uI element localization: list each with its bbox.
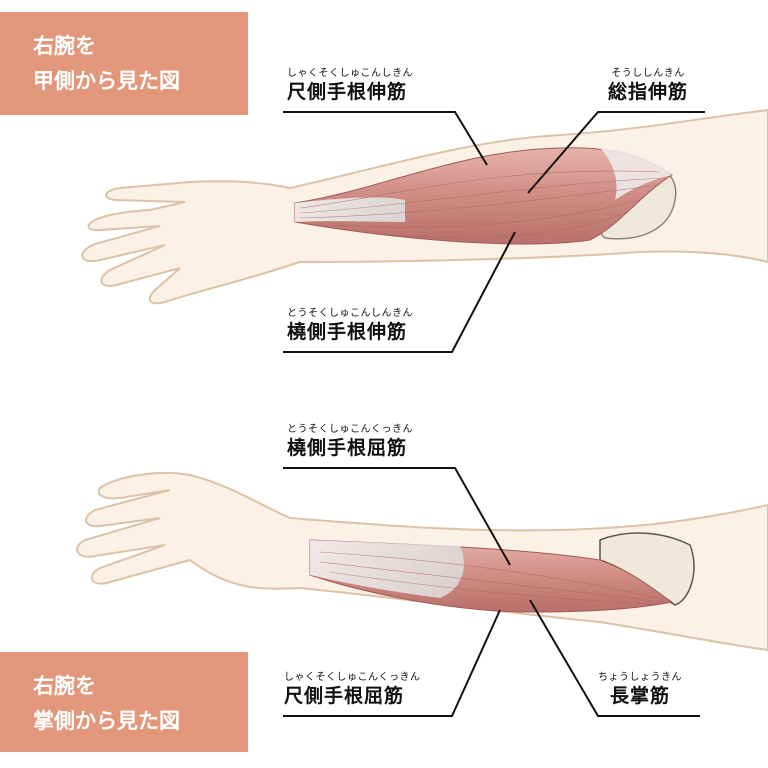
palm-view-title-line2: 掌側から見た図 — [33, 709, 180, 733]
leader-lines — [283, 111, 705, 717]
palm-view-title-line1: 右腕を — [33, 674, 96, 698]
label-flexor-carpi-radialis: とうそくしゅこんくっきん 橈側手根屈筋 — [287, 424, 413, 460]
palm-view-title-box: 右腕を 掌側から見た図 — [0, 652, 248, 752]
muscle-name: 総指伸筋 — [608, 81, 689, 103]
label-palmaris-longus: ちょうしょうきん 長掌筋 — [598, 672, 682, 708]
muscle-name: 橈側手根伸筋 — [287, 321, 408, 343]
palm-view-arm — [76, 471, 768, 652]
back-view-title-line2: 甲側から見た図 — [33, 69, 180, 93]
furigana: とうそくしゅこんくっきん — [287, 424, 413, 435]
muscle-name: 尺側手根屈筋 — [284, 685, 405, 707]
muscle-name: 橈側手根屈筋 — [287, 437, 408, 459]
label-extensor-carpi-ulnaris: しゃくそくしゅこんしきん 尺側手根伸筋 — [287, 68, 413, 104]
back-view-title-line1: 右腕を — [33, 34, 96, 58]
label-extensor-digitorum: そうししんきん 総指伸筋 — [608, 68, 688, 104]
back-view-arm — [81, 108, 768, 305]
furigana: しゃくそくしゅこんくっきん — [284, 672, 421, 683]
label-extensor-carpi-radialis: とうそくしゅこんしんきん 橈側手根伸筋 — [287, 308, 413, 344]
label-flexor-carpi-ulnaris: しゃくそくしゅこんくっきん 尺側手根屈筋 — [284, 672, 421, 708]
back-view-title-box: 右腕を 甲側から見た図 — [0, 12, 248, 115]
furigana: ちょうしょうきん — [598, 672, 682, 683]
furigana: しゃくそくしゅこんしきん — [287, 68, 413, 79]
furigana: そうししんきん — [611, 68, 685, 79]
furigana: とうそくしゅこんしんきん — [287, 308, 413, 319]
muscle-name: 尺側手根伸筋 — [287, 81, 408, 103]
muscle-name: 長掌筋 — [609, 685, 670, 707]
